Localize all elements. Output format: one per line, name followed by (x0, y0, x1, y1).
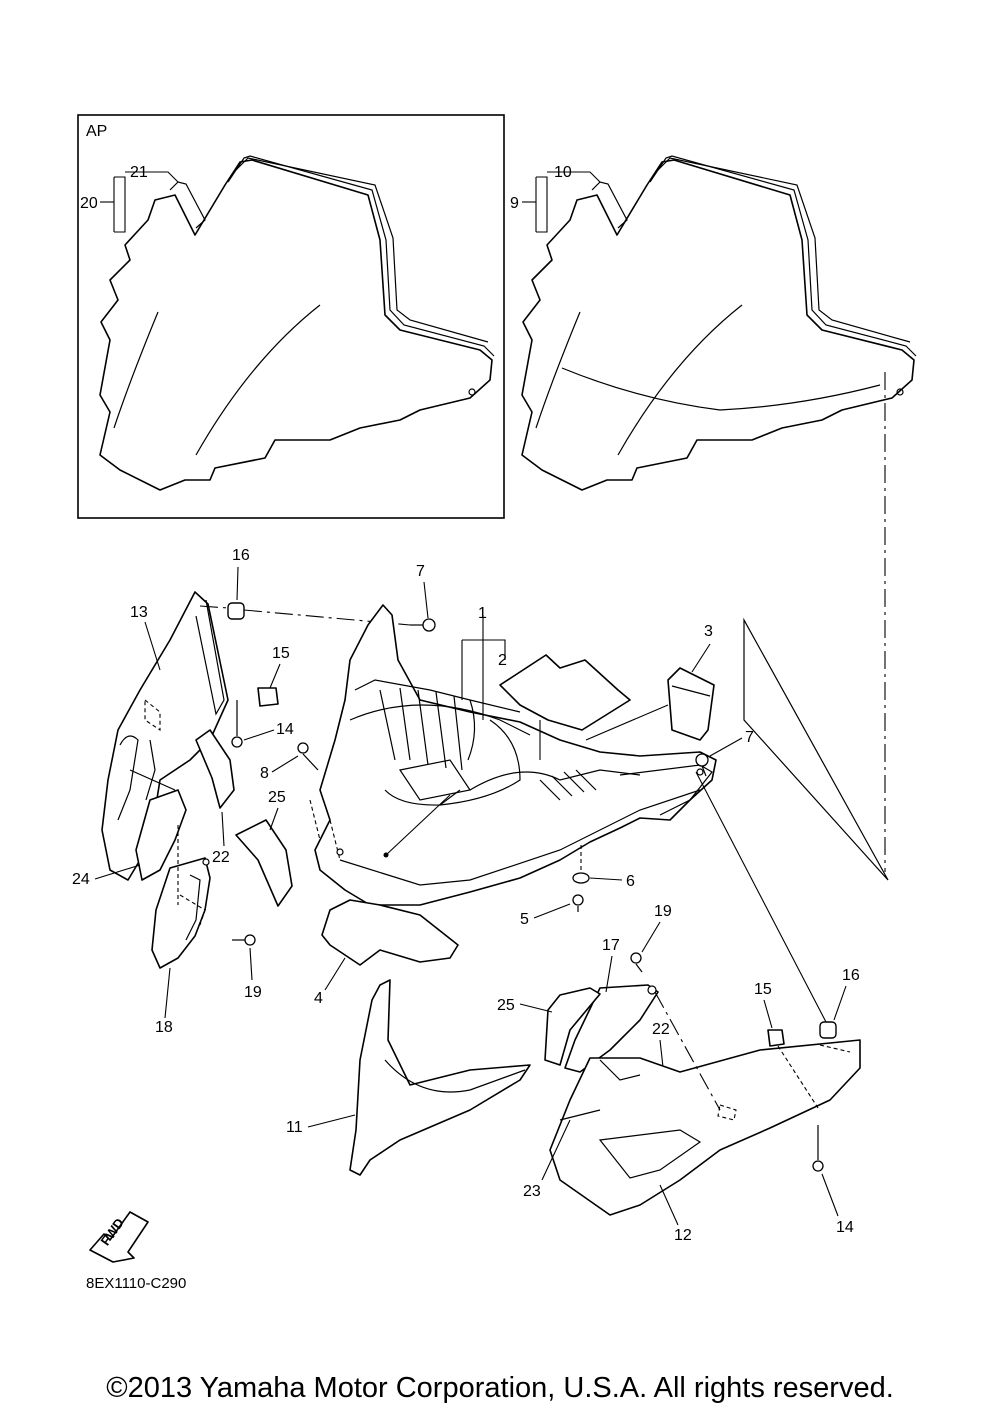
screw-8 (297, 742, 319, 771)
collar-16-right (819, 1021, 837, 1039)
callout-17: 17 (602, 937, 620, 954)
callout-16-top: 16 (232, 547, 250, 564)
callout-25-right: 25 (497, 997, 515, 1014)
callout-13: 13 (130, 604, 148, 621)
cowling-1 (309, 604, 717, 906)
callout-14-top: 14 (276, 721, 294, 738)
callout-14-bottom: 14 (836, 1219, 854, 1236)
callout-15-right: 15 (754, 981, 772, 998)
callout-6: 6 (626, 873, 635, 890)
part-3 (667, 667, 715, 741)
part-12 (549, 1039, 861, 1216)
screw-7-top (410, 618, 436, 632)
callout-15-top: 15 (272, 645, 290, 662)
callout-4: 4 (314, 990, 323, 1007)
callout-23: 23 (523, 1183, 541, 1200)
callout-22-left: 22 (212, 849, 230, 866)
pad-25-left (235, 819, 293, 907)
callout-7-top: 7 (416, 563, 425, 580)
rubber-22-left (195, 729, 235, 809)
callout-5: 5 (520, 911, 529, 928)
callout-11: 11 (286, 1119, 303, 1136)
callout-7-right: 7 (745, 729, 754, 746)
callout-25-left: 25 (268, 789, 286, 806)
pad-25-right (544, 987, 601, 1066)
diagram-code: 8EX1110-C290 (86, 1275, 186, 1292)
callout-22-right: 22 (652, 1021, 670, 1038)
callout-9: 9 (510, 195, 519, 212)
part-11 (349, 979, 531, 1176)
callout-2: 2 (498, 652, 507, 669)
screw-14-bottom (812, 1125, 824, 1172)
fwd-arrow-icon: FWD (89, 1211, 149, 1263)
callout-19-left: 19 (244, 984, 262, 1001)
screw-19-left (232, 934, 256, 946)
panel-18 (151, 857, 211, 969)
callout-3: 3 (704, 623, 713, 640)
part-4 (321, 899, 459, 966)
pad-2 (499, 654, 631, 731)
panel-24 (135, 789, 187, 881)
windshield-9 (521, 155, 917, 491)
ap-inset-label: AP (86, 123, 107, 140)
copyright-notice: ©2013 Yamaha Motor Corporation, U.S.A. A… (106, 1372, 894, 1404)
callout-10: 10 (554, 164, 572, 181)
callout-19-right: 19 (654, 903, 672, 920)
callout-24: 24 (72, 871, 90, 888)
side-panel-13 (101, 591, 229, 881)
screw-5 (572, 894, 584, 912)
nut-15-right (767, 1029, 785, 1047)
callout-18: 18 (155, 1019, 173, 1036)
callout-12: 12 (674, 1227, 692, 1244)
callout-21: 21 (130, 164, 148, 181)
ap-inset-box (77, 114, 505, 519)
collar-16-top (227, 602, 245, 620)
callout-8: 8 (260, 765, 269, 782)
part-17 (564, 984, 659, 1073)
part-23 (559, 1109, 601, 1121)
callout-20: 20 (80, 195, 98, 212)
screw-7-right (695, 753, 709, 777)
nut-15-top (257, 687, 279, 707)
washer-6 (572, 872, 590, 884)
screw-14-top (231, 700, 243, 748)
callout-16-right: 16 (842, 967, 860, 984)
windshield-ap (99, 155, 495, 491)
screw-19-right (630, 952, 643, 973)
callout-1: 1 (478, 605, 487, 622)
